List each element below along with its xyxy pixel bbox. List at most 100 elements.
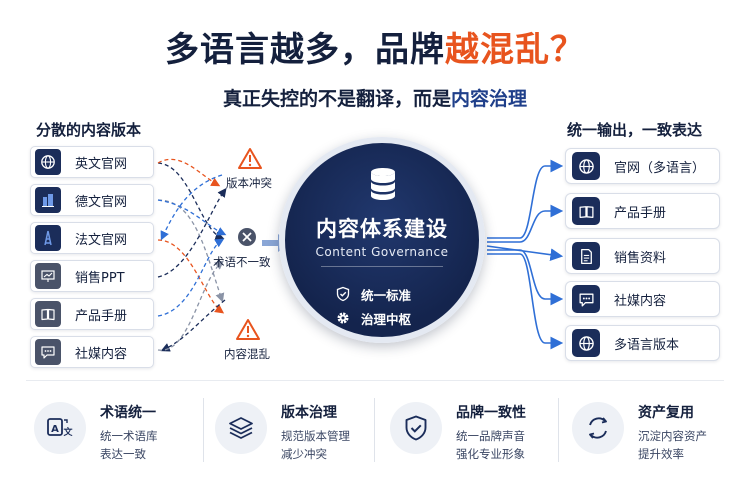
right-item-website-multilingual[interactable]: 官网（多语言） <box>565 148 720 184</box>
left-item-label: 法文官网 <box>75 232 128 248</box>
right-item-label: 销售资料 <box>614 250 667 266</box>
chaos-line-9 <box>160 299 226 352</box>
feature-desc: 统一术语库表达一致 <box>100 427 158 463</box>
left-item-product-manual[interactable]: 产品手册 <box>30 298 154 330</box>
left-item-label: 英文官网 <box>75 156 128 172</box>
feature-divider <box>374 398 375 462</box>
right-item-social-content[interactable]: 社媒内容 <box>565 281 720 317</box>
feature-desc-line: 减少冲突 <box>281 447 327 461</box>
subtitle-main: 真正失控的不是翻译，而是 <box>222 88 451 110</box>
right-item-label: 产品手册 <box>614 205 667 221</box>
shield-check-icon <box>390 402 442 454</box>
chat-icon <box>572 285 600 313</box>
chaos-line-2 <box>157 158 221 187</box>
chaos-line-10 <box>157 260 225 351</box>
feature-desc-line: 规范版本管理 <box>281 429 350 443</box>
feature-divider <box>558 398 559 462</box>
left-heading: 分散的内容版本 <box>36 121 142 139</box>
x-circle-icon <box>238 228 256 246</box>
right-item-label: 官网（多语言） <box>614 160 706 176</box>
section-separator <box>26 380 724 381</box>
feature-desc-line: 沉淀内容资产 <box>638 429 707 443</box>
hub-subtitle: Content Governance <box>315 245 449 259</box>
issue-content-chaos: 内容混乱 <box>224 347 270 361</box>
warning-icon-bottom <box>236 319 260 340</box>
feature-desc: 统一品牌声音强化专业形象 <box>456 427 525 463</box>
hub-divider <box>321 266 443 267</box>
governance-hub: 内容体系建设 Content Governance 统一标准 治理中枢 <box>279 137 485 343</box>
right-item-label: 多语言版本 <box>614 337 680 353</box>
subtitle-highlight: 内容治理 <box>451 88 528 110</box>
eiffel-tower-icon <box>35 225 61 251</box>
chaos-line-8 <box>157 238 225 317</box>
hub-title: 内容体系建设 <box>316 217 448 241</box>
globe-icon <box>572 329 600 357</box>
globe-icon <box>35 149 61 175</box>
feature-version-governance: 版本治理 规范版本管理减少冲突 <box>215 396 375 476</box>
output-line-2 <box>487 204 564 243</box>
right-item-multilingual-version[interactable]: 多语言版本 <box>565 325 720 361</box>
right-heading: 统一输出，一致表达 <box>567 121 703 139</box>
left-item-label: 社媒内容 <box>75 346 128 362</box>
feature-title: 资产复用 <box>638 405 694 421</box>
right-item-label: 社媒内容 <box>614 293 667 309</box>
right-item-sales-material[interactable]: 销售资料 <box>565 238 720 274</box>
issue-version-conflict: 版本冲突 <box>226 176 272 190</box>
building-icon <box>35 187 61 213</box>
feature-desc: 规范版本管理减少冲突 <box>281 427 350 463</box>
issue-term-inconsistent: 术语不一致 <box>213 255 271 269</box>
title-main: 多语言越多，品牌 <box>165 30 445 70</box>
feature-desc: 沉淀内容资产提升效率 <box>638 427 707 463</box>
left-item-french-site[interactable]: 法文官网 <box>30 222 154 254</box>
feature-divider <box>203 398 204 462</box>
globe-icon <box>572 152 600 180</box>
output-line-1 <box>487 159 564 239</box>
shield-check-icon <box>336 286 350 302</box>
chaos-line-4 <box>157 199 227 236</box>
left-item-label: 产品手册 <box>75 308 128 324</box>
recycle-icon <box>572 402 624 454</box>
left-item-english-site[interactable]: 英文官网 <box>30 146 154 178</box>
database-icon <box>371 168 395 200</box>
feature-desc-line: 强化专业形象 <box>456 447 525 461</box>
chaos-line-3 <box>157 199 225 303</box>
output-line-4 <box>487 249 564 306</box>
feature-title: 版本治理 <box>281 405 337 421</box>
svg-text:文: 文 <box>62 426 73 438</box>
left-item-label: 销售PPT <box>75 270 125 286</box>
feature-asset-reuse: 资产复用 沉淀内容资产提升效率 <box>572 396 732 476</box>
right-item-product-manual[interactable]: 产品手册 <box>565 193 720 229</box>
chaos-line-7 <box>157 187 227 278</box>
feature-desc-line: 提升效率 <box>638 447 684 461</box>
left-item-label: 德文官网 <box>75 194 128 210</box>
feature-title: 术语统一 <box>100 405 156 421</box>
feature-title: 品牌一致性 <box>456 405 526 421</box>
hub-row-label: 治理中枢 <box>361 311 412 327</box>
feature-desc-line: 统一术语库 <box>100 429 158 443</box>
feature-brand-consistency: 品牌一致性 统一品牌声音强化专业形象 <box>390 396 560 476</box>
hub-row-governance: 治理中枢 <box>335 308 411 328</box>
gear-icon <box>337 312 349 324</box>
left-item-social-content[interactable]: 社媒内容 <box>30 336 154 368</box>
left-item-german-site[interactable]: 德文官网 <box>30 184 154 216</box>
warning-icon-top <box>238 148 262 169</box>
document-icon <box>572 242 600 270</box>
feature-desc-line: 统一品牌声音 <box>456 429 525 443</box>
book-icon <box>35 301 61 327</box>
book-icon <box>572 197 600 225</box>
chaos-line-1 <box>157 162 225 241</box>
output-line-5 <box>487 253 564 350</box>
chat-icon <box>35 339 61 365</box>
feature-desc-line: 表达一致 <box>100 447 146 461</box>
layers-icon <box>215 402 267 454</box>
title-highlight: 越混乱？ <box>445 30 585 70</box>
page-title: 多语言越多，品牌越混乱？ <box>0 22 750 71</box>
svg-text:A: A <box>51 424 59 435</box>
left-item-sales-ppt[interactable]: 销售PPT <box>30 260 154 292</box>
hub-row-standard: 统一标准 <box>335 284 411 304</box>
chaos-line-6 <box>160 174 223 241</box>
